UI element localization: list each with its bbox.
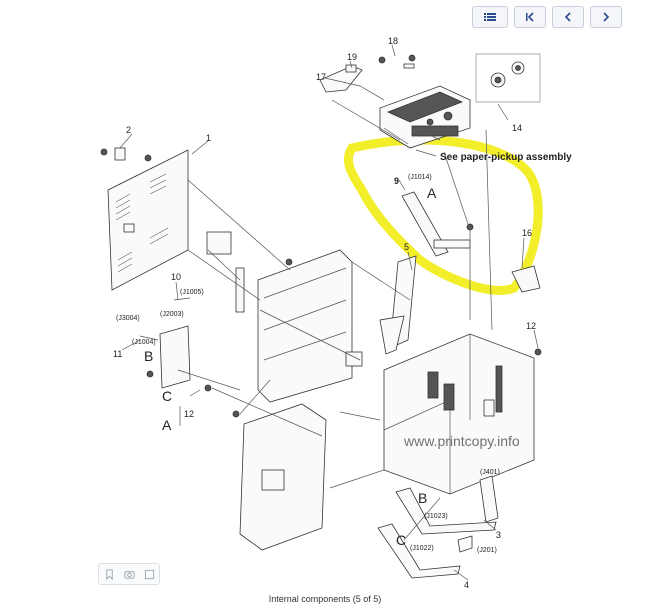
part-16-bracket bbox=[511, 265, 541, 293]
cable-4 bbox=[377, 523, 473, 579]
camera-button[interactable] bbox=[123, 569, 135, 580]
bookmark-icon bbox=[105, 568, 113, 580]
small-pcb bbox=[139, 297, 191, 389]
callout-1: 1 bbox=[206, 133, 211, 143]
guide-lines bbox=[177, 99, 493, 541]
pickup-assembly-note: See paper-pickup assembly bbox=[440, 152, 572, 163]
callout-12-left: 12 bbox=[184, 409, 194, 419]
letter-c-left: C bbox=[162, 388, 172, 404]
previous-page-button[interactable] bbox=[552, 6, 584, 28]
callout-18: 18 bbox=[388, 36, 398, 46]
part-18-screws bbox=[378, 54, 416, 69]
connector-labels: (J1014) (J1005) (J2003) (J3004) (J1004) … bbox=[116, 174, 500, 554]
callout-10: 10 bbox=[171, 272, 181, 282]
figure-caption: Internal components (5 of 5) bbox=[268, 594, 382, 604]
middle-chassis-bracket bbox=[235, 249, 353, 403]
letter-a-lower: A bbox=[162, 417, 172, 433]
paper-pickup-assembly bbox=[379, 85, 471, 149]
right-chassis bbox=[383, 333, 535, 495]
viewer-toolbar bbox=[472, 6, 622, 28]
image-tools bbox=[98, 563, 160, 585]
leader-lines bbox=[119, 44, 539, 581]
connection-letters: A A B B C C bbox=[144, 185, 437, 548]
part-14-gears bbox=[475, 53, 541, 103]
callout-19: 19 bbox=[347, 52, 357, 62]
next-page-icon bbox=[603, 12, 610, 22]
previous-page-icon bbox=[564, 12, 571, 22]
connector-j3004: (J3004) bbox=[116, 315, 140, 322]
expand-button[interactable] bbox=[144, 569, 155, 580]
part-1-side-panel bbox=[107, 149, 189, 291]
letter-c-right: C bbox=[396, 532, 406, 548]
callout-11: 11 bbox=[113, 349, 122, 359]
letter-a-upper: A bbox=[427, 185, 437, 201]
callout-9: 9 bbox=[394, 176, 399, 186]
connector-j201: (J201) bbox=[477, 547, 497, 554]
next-page-button[interactable] bbox=[590, 6, 622, 28]
connector-j1022: (J1022) bbox=[410, 545, 434, 552]
callout-2: 2 bbox=[126, 125, 131, 135]
letter-b-left: B bbox=[144, 348, 153, 364]
menu-list-icon bbox=[484, 13, 496, 21]
connector-j1004: (J1004) bbox=[132, 339, 156, 346]
part-5-cable bbox=[379, 255, 417, 355]
expand-icon bbox=[144, 569, 154, 579]
watermark: www.printcopy.info bbox=[403, 433, 520, 449]
callout-3: 3 bbox=[496, 530, 501, 540]
lower-left-board bbox=[239, 403, 327, 551]
connector-j2003: (J2003) bbox=[160, 311, 184, 318]
callout-4: 4 bbox=[464, 580, 469, 590]
callout-12-right: 12 bbox=[526, 321, 536, 331]
bookmark-button[interactable] bbox=[104, 568, 115, 580]
part-2-plate bbox=[100, 147, 126, 161]
callout-14: 14 bbox=[512, 123, 522, 133]
callout-17: 17 bbox=[316, 72, 326, 82]
callout-5: 5 bbox=[404, 242, 409, 252]
first-page-icon bbox=[526, 12, 534, 22]
camera-icon bbox=[123, 570, 135, 579]
first-page-button[interactable] bbox=[514, 6, 546, 28]
callout-16: 16 bbox=[522, 228, 532, 238]
connector-j1023: (J1023) bbox=[424, 513, 448, 520]
letter-b-right: B bbox=[418, 490, 427, 506]
part-19 bbox=[345, 64, 357, 73]
highlight-loop bbox=[343, 135, 543, 295]
menu-button[interactable] bbox=[472, 6, 508, 28]
callout-numbers: 2 1 19 18 17 14 9 5 16 12 10 11 12 3 4 bbox=[113, 36, 536, 590]
cable-3 bbox=[395, 475, 499, 535]
connector-j1014: (J1014) bbox=[408, 174, 432, 181]
cable-a-upper bbox=[401, 191, 471, 257]
connector-j1005: (J1005) bbox=[180, 289, 204, 296]
connector-j401: (J401) bbox=[480, 469, 500, 476]
